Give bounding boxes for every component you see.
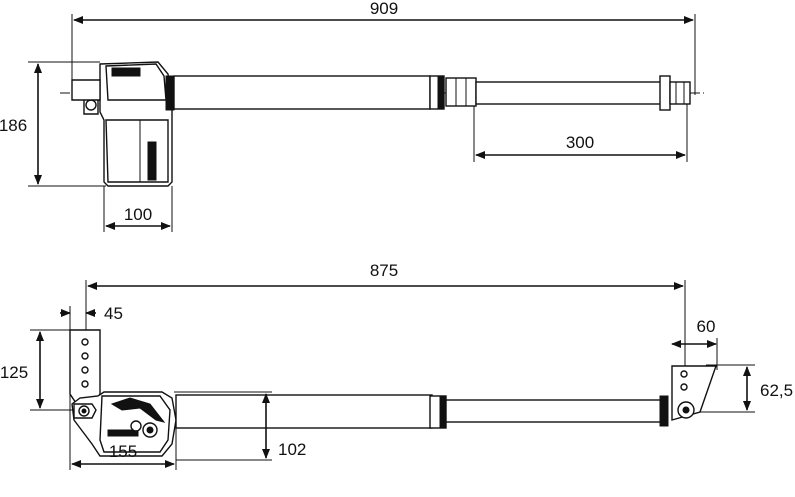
inner-rod-side [445, 399, 663, 423]
rear-mount-bracket [69, 329, 101, 407]
dim-label-45: 45 [104, 304, 123, 323]
top-view: 909 186 300 100 [0, 0, 704, 232]
dim-label-125: 125 [0, 363, 28, 382]
dim-label-62-5: 62,5 [760, 381, 793, 400]
dim-label-875: 875 [370, 261, 398, 280]
dim-label-102: 102 [278, 440, 306, 459]
dim-label-186: 186 [0, 116, 27, 135]
front-fitting-top [659, 75, 691, 111]
dim-label-300: 300 [566, 133, 594, 152]
dim-label-60: 60 [697, 317, 716, 336]
rod-end-side [659, 395, 669, 427]
front-mount-bracket [671, 365, 717, 421]
tube-collar-top [429, 75, 445, 110]
motor-housing-top [71, 61, 175, 187]
inner-rod-top [475, 81, 663, 105]
outer-tube-side [175, 394, 433, 429]
outer-tube-top [173, 75, 431, 110]
dim-label-909: 909 [370, 0, 398, 18]
rod-nut-top [445, 77, 477, 107]
tube-collar-side [429, 395, 447, 429]
dim-label-155: 155 [109, 442, 137, 461]
dim-label-100: 100 [124, 205, 152, 224]
side-view: 875 45 125 60 62,5 102 155 [0, 261, 793, 470]
motor-housing-side [71, 391, 177, 457]
